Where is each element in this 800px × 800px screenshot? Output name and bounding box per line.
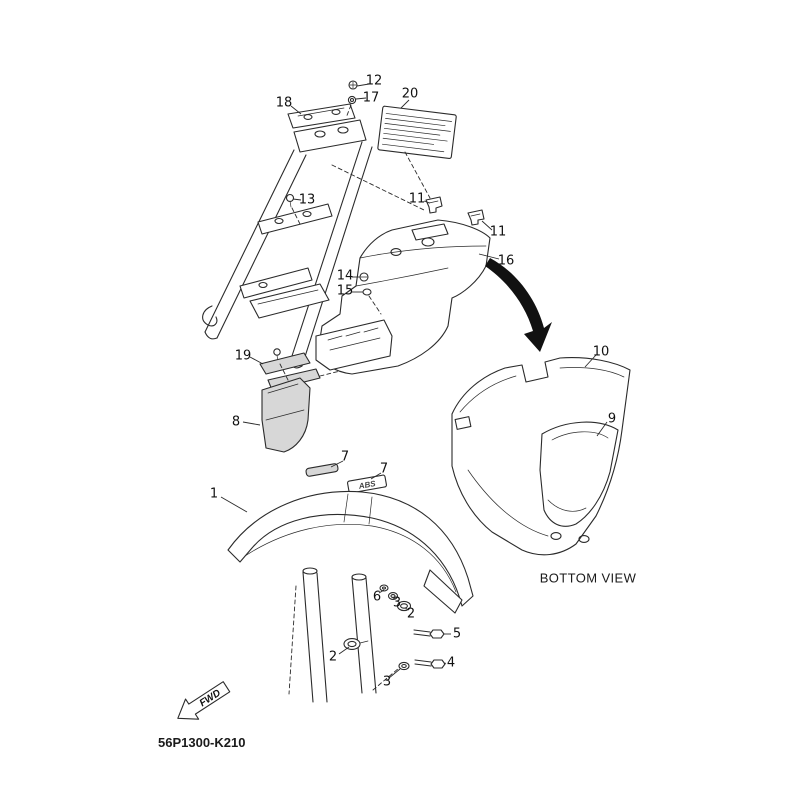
- rear-frame-assembly: [202, 119, 373, 369]
- direction-arrow: [485, 258, 552, 352]
- bolt-part-4: [414, 659, 446, 669]
- emblem-part-7-b: ABS: [347, 474, 387, 494]
- rear-fender-part-16: [315, 219, 491, 375]
- label-20-dash: [404, 151, 431, 199]
- leader-lines: [220, 83, 608, 679]
- clip-part-11-b: [467, 209, 485, 226]
- bolt-part-13: [285, 193, 301, 225]
- fork-tubes: [288, 567, 400, 703]
- diagram-code: 56P1300-K210: [158, 735, 246, 750]
- screw-part-14: [359, 272, 369, 282]
- caution-label-part-20: [377, 105, 457, 160]
- protector-part-8: [261, 377, 311, 453]
- emblem-text: ABS: [357, 479, 377, 491]
- screw-part-12: [348, 80, 358, 90]
- fwd-arrow: FWD: [177, 681, 231, 720]
- clamp-part-2-a: [396, 600, 412, 612]
- bolt-part-5: [413, 629, 445, 639]
- washer-part-3-b: [398, 661, 410, 671]
- washer-part-17: [345, 95, 357, 119]
- inner-guard-part-9: [539, 421, 619, 527]
- graphic-part-7-a: [305, 463, 339, 477]
- bottom-view-label: BOTTOM VIEW: [539, 570, 637, 586]
- collar-part-3-a: [387, 592, 399, 600]
- bracket-part-18: [287, 103, 356, 129]
- front-fender-part-1: [227, 490, 474, 614]
- frame-fender-dash: [331, 164, 425, 211]
- clip-part-11-a: [425, 196, 443, 214]
- clamp-part-2-b: [343, 638, 369, 650]
- mudflap: [423, 569, 463, 614]
- washer-part-6: [379, 584, 389, 592]
